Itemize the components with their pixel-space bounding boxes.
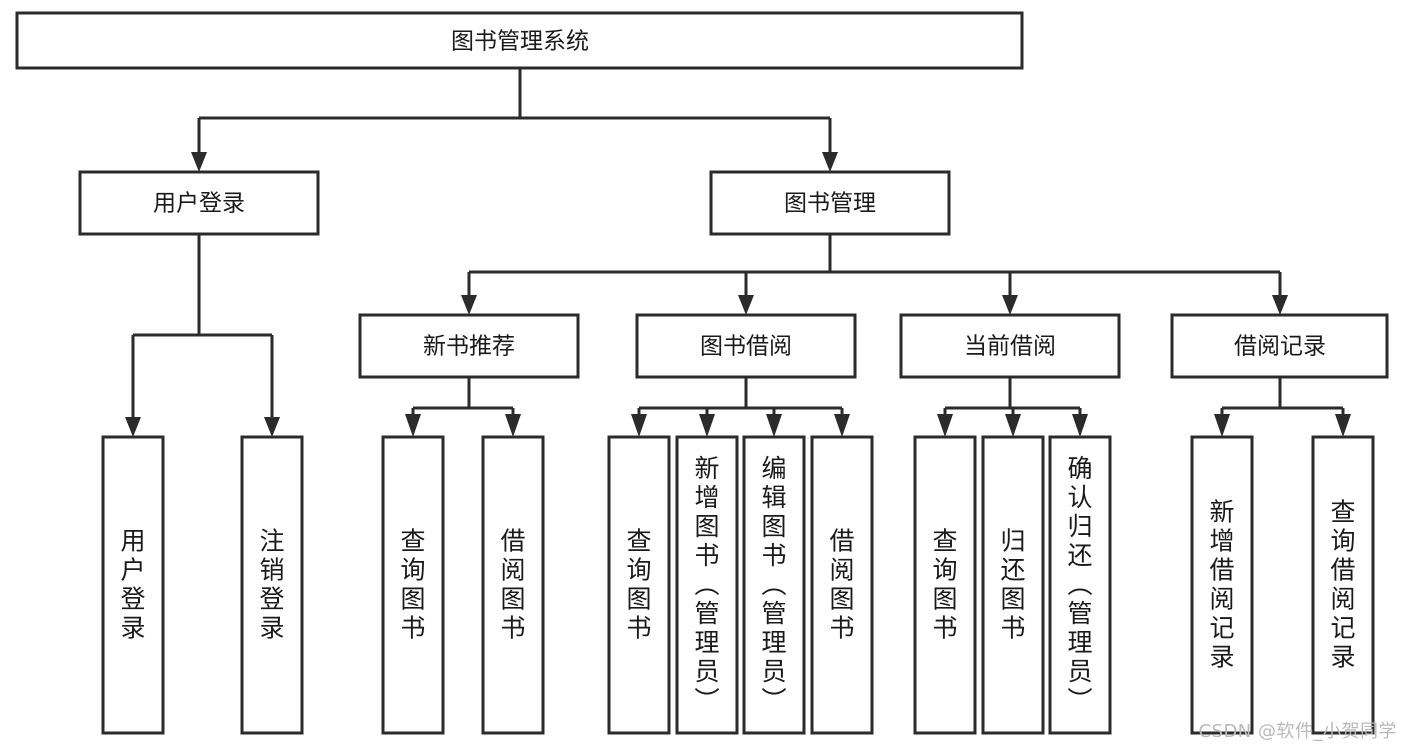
- node-book-borrow[interactable]: 图书借阅: [635, 313, 857, 379]
- arrow-new-book-c1: [505, 414, 521, 437]
- leaf-node[interactable]: 新增借阅记录: [1190, 435, 1254, 735]
- leaf-box-new-book-1[interactable]: [481, 435, 545, 735]
- node-current-borrow-box[interactable]: [899, 313, 1121, 379]
- leaf-node[interactable]: 查询图书: [381, 435, 445, 735]
- arrow-to-book-borrow: [738, 295, 754, 315]
- node-borrow-record-box[interactable]: [1170, 313, 1389, 379]
- leaf-node[interactable]: 新增图书︵管理员︶: [675, 435, 739, 735]
- leaf-label: 编辑图书︵管理员︶: [761, 454, 786, 715]
- arrow-book-borrow-c3: [834, 414, 850, 437]
- leaf-label: 归还图书: [1000, 527, 1025, 643]
- node-user-login-box[interactable]: [78, 170, 320, 236]
- arrow-user-login-c0: [125, 417, 141, 437]
- arrow-to-current-borrow: [1002, 295, 1018, 315]
- node-user-login-label: 用户登录: [153, 191, 245, 217]
- leaf-node[interactable]: 查询图书: [607, 435, 671, 735]
- arrow-current-borrow-c2: [1072, 414, 1088, 437]
- node-book-borrow-label: 图书借阅: [700, 334, 792, 360]
- leaf-node[interactable]: 用户登录: [101, 435, 165, 735]
- node-root[interactable]: 图书管理系统: [15, 11, 1024, 70]
- leaf-label: 查询图书: [400, 527, 425, 643]
- arrow-to-user-login: [191, 152, 207, 172]
- node-root-label: 图书管理系统: [451, 29, 589, 55]
- leaf-label: 查询图书: [932, 527, 957, 643]
- arrow-book-borrow-c2: [766, 414, 782, 437]
- leaf-label: 新增借阅记录: [1209, 498, 1234, 672]
- leaf-box-user-login-1[interactable]: [240, 435, 304, 735]
- leaf-box-borrow-record-1[interactable]: [1311, 435, 1375, 735]
- leaf-node[interactable]: 归还图书: [981, 435, 1045, 735]
- node-new-book-recommend-label: 新书推荐: [423, 334, 515, 360]
- arrow-borrow-record-c0: [1214, 414, 1230, 437]
- node-book-manage-label: 图书管理: [784, 191, 876, 217]
- arrow-current-borrow-c1: [1005, 414, 1021, 437]
- leaf-label: 借阅图书: [500, 527, 525, 643]
- leaf-node[interactable]: 确认归还︵管理员︶: [1048, 435, 1112, 735]
- arrow-user-login-c1: [264, 417, 280, 437]
- leaf-label: 新增图书︵管理员︶: [694, 454, 719, 715]
- leaf-label: 借阅图书: [829, 527, 854, 643]
- leaf-box-current-borrow-1[interactable]: [981, 435, 1045, 735]
- leaf-node[interactable]: 编辑图书︵管理员︶: [742, 435, 806, 735]
- leaf-box-current-borrow-2[interactable]: [1048, 435, 1112, 735]
- leaf-node[interactable]: 查询图书: [913, 435, 977, 735]
- connector-layer: [125, 68, 1351, 437]
- node-new-book-recommend[interactable]: 新书推荐: [358, 313, 580, 379]
- arrow-book-borrow-c0: [631, 414, 647, 437]
- arrow-to-borrow-record: [1272, 295, 1288, 315]
- leaf-box-book-borrow-3[interactable]: [810, 435, 874, 735]
- leaf-label: 查询借阅记录: [1330, 498, 1355, 672]
- leaf-label: 注销登录: [259, 527, 284, 643]
- arrow-current-borrow-c0: [937, 414, 953, 437]
- node-root-box[interactable]: [15, 11, 1024, 70]
- leaf-box-current-borrow-0[interactable]: [913, 435, 977, 735]
- leaf-box-new-book-0[interactable]: [381, 435, 445, 735]
- leaf-box-borrow-record-0[interactable]: [1190, 435, 1254, 735]
- arrow-borrow-record-c1: [1335, 414, 1351, 437]
- node-book-manage[interactable]: 图书管理: [709, 170, 951, 236]
- leaf-box-book-borrow-0[interactable]: [607, 435, 671, 735]
- node-book-borrow-box[interactable]: [635, 313, 857, 379]
- node-new-book-recommend-box[interactable]: [358, 313, 580, 379]
- node-current-borrow[interactable]: 当前借阅: [899, 313, 1121, 379]
- leaf-label: 确认归还︵管理员︶: [1067, 454, 1092, 715]
- node-user-login[interactable]: 用户登录: [78, 170, 320, 236]
- leaf-node[interactable]: 注销登录: [240, 435, 304, 735]
- leaf-node[interactable]: 借阅图书: [481, 435, 545, 735]
- arrow-new-book-c0: [405, 414, 421, 437]
- node-borrow-record[interactable]: 借阅记录: [1170, 313, 1389, 379]
- leaf-node[interactable]: 借阅图书: [810, 435, 874, 735]
- leaf-label: 查询图书: [626, 527, 651, 643]
- arrow-book-borrow-c1: [699, 414, 715, 437]
- leaf-box-user-login-0[interactable]: [101, 435, 165, 735]
- leaf-node[interactable]: 查询借阅记录: [1311, 435, 1375, 735]
- node-book-manage-box[interactable]: [709, 170, 951, 236]
- arrow-to-book-manage: [822, 152, 838, 172]
- node-borrow-record-label: 借阅记录: [1234, 334, 1326, 360]
- leaf-box-book-borrow-2[interactable]: [742, 435, 806, 735]
- node-current-borrow-label: 当前借阅: [964, 334, 1056, 360]
- leaf-label: 用户登录: [120, 527, 145, 643]
- arrow-to-new-book: [461, 295, 477, 315]
- leaf-box-book-borrow-1[interactable]: [675, 435, 739, 735]
